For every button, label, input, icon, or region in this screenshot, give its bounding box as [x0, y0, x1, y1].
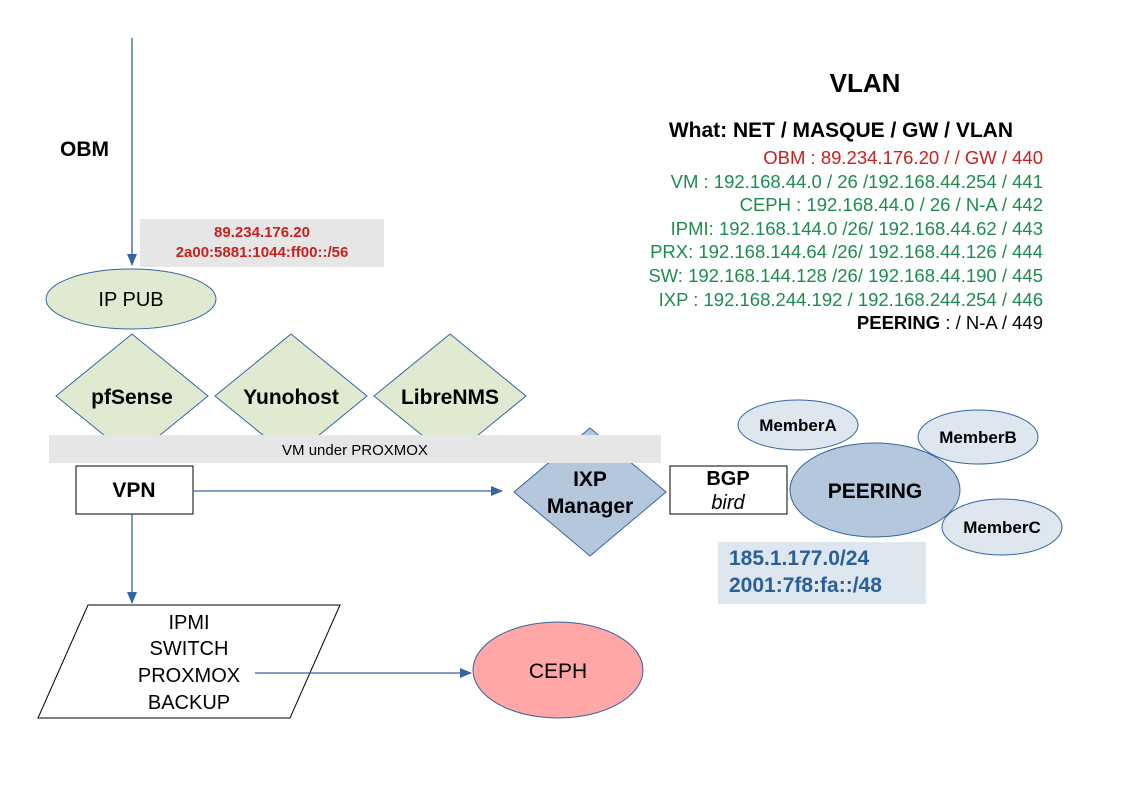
- vm-under-proxmox-bar: [49, 435, 661, 463]
- ip-pub-label: IP PUB: [98, 289, 163, 311]
- vm-pfsense-node: pfSense: [55, 333, 209, 459]
- vlan-row-peering: PEERING : / N-A / 449: [648, 311, 1043, 335]
- member-b-label: MemberB: [939, 428, 1016, 447]
- ip-pub-node: IP PUB: [45, 268, 217, 330]
- ceph-label: CEPH: [529, 660, 587, 683]
- vm-under-proxmox-label: VM under PROXMOX: [282, 442, 428, 459]
- vlan-row-peering-name: PEERING: [856, 312, 941, 334]
- peering-prefix-box: 185.1.177.0/24 2001:7f8:fa::/48: [718, 542, 926, 604]
- vpn-node: VPN: [75, 465, 194, 515]
- ipmi-label: IPMI: [168, 612, 209, 634]
- vlan-row-vm: VM : 192.168.44.0 / 26 /192.168.44.254 /…: [670, 170, 1043, 192]
- vlan-row-ceph: CEPH : 192.168.44.0 / 26 / N-A / 442: [739, 194, 1043, 216]
- backup-label: BACKUP: [148, 692, 230, 714]
- bgp-node: BGP bird: [669, 465, 788, 515]
- vlan-rows: OBM : 89.234.176.20 / / GW / 440 VM : 19…: [648, 146, 1043, 335]
- vlan-row-sw: SW: 192.168.144.128 /26/ 192.168.44.190 …: [648, 264, 1043, 286]
- peering-node: PEERING: [789, 442, 961, 538]
- member-c-label: MemberC: [963, 518, 1040, 537]
- bird-label: bird: [711, 492, 745, 514]
- obm-label: OBM: [60, 138, 109, 161]
- vpn-label: VPN: [112, 479, 155, 502]
- peering-label: PEERING: [828, 480, 923, 503]
- switch-label: SWITCH: [150, 638, 229, 660]
- vlan-header: What: NET / MASQUE / GW / VLAN: [668, 119, 1013, 142]
- ipmi-group-node: IPMI SWITCH PROXMOX BACKUP: [37, 604, 341, 719]
- vm-librenms-label: LibreNMS: [401, 386, 499, 409]
- vm-pfsense-label: pfSense: [91, 386, 173, 409]
- peering-prefix-ipv6: 2001:7f8:fa::/48: [729, 574, 882, 597]
- ixp-manager-label-1: IXP: [573, 468, 607, 491]
- member-a-node: MemberA: [737, 399, 859, 451]
- ip-pub-ipv4: 89.234.176.20: [214, 224, 310, 241]
- vlan-row-obm: OBM : 89.234.176.20 / / GW / 440: [763, 147, 1043, 168]
- vlan-title: VLAN: [829, 68, 901, 98]
- vlan-row-peering-rest: : / N-A / 449: [940, 312, 1043, 334]
- bgp-label: BGP: [706, 468, 749, 490]
- proxmox-label: PROXMOX: [138, 665, 240, 687]
- ip-pub-ipv6: 2a00:5881:1044:ff00::/56: [175, 244, 349, 261]
- ip-pub-address-box: 89.234.176.20 2a00:5881:1044:ff00::/56: [140, 219, 384, 267]
- peering-prefix-ipv4: 185.1.177.0/24: [729, 547, 870, 570]
- vlan-row-ipmi: IPMI: 192.168.144.0 /26/ 192.168.44.62 /…: [670, 217, 1043, 239]
- ceph-node: CEPH: [472, 621, 644, 719]
- vlan-row-ixp: IXP : 192.168.244.192 / 192.168.244.254 …: [658, 288, 1043, 310]
- member-b-node: MemberB: [917, 409, 1039, 465]
- vlan-row-prx: PRX: 192.168.144.64 /26/ 192.168.44.126 …: [650, 241, 1043, 263]
- vm-yunohost-node: Yunohost: [214, 333, 368, 459]
- ixp-manager-label-2: Manager: [547, 495, 633, 518]
- member-c-node: MemberC: [941, 498, 1063, 556]
- member-a-label: MemberA: [759, 416, 836, 435]
- vm-yunohost-label: Yunohost: [243, 386, 339, 409]
